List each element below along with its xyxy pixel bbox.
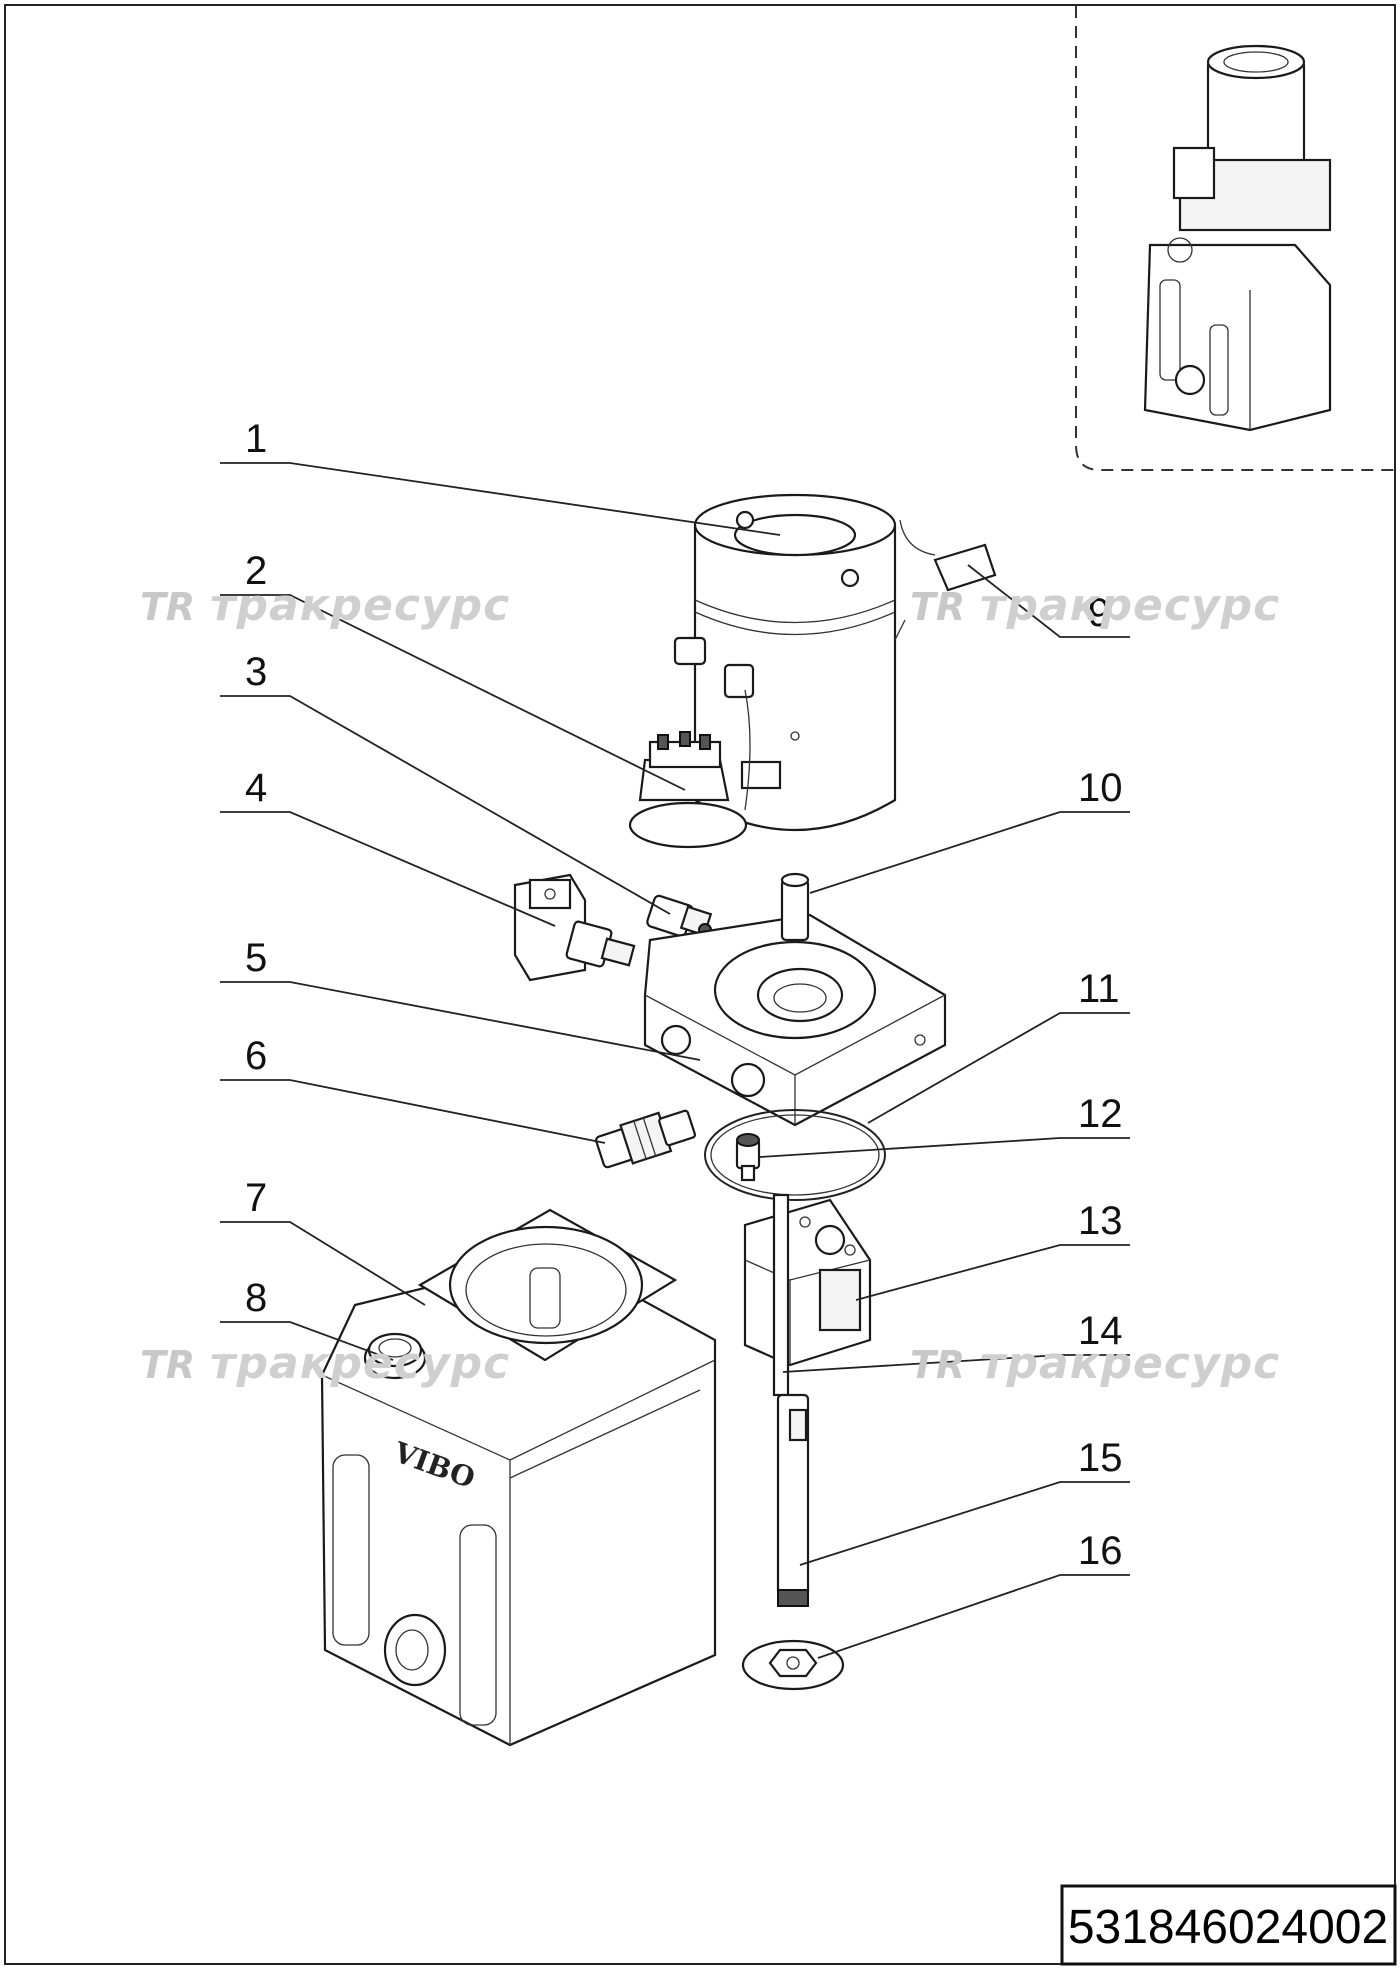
callout-4: 4 [245, 766, 267, 810]
part-7-oil-tank: VIBO [320, 1208, 717, 1747]
callout-7: 7 [245, 1176, 267, 1220]
callout-15: 15 [1078, 1436, 1123, 1480]
leader-lines [220, 462, 1130, 1659]
callout-13: 13 [1078, 1199, 1123, 1243]
watermark-text: тракресурс [210, 580, 510, 631]
watermark-text: тракресурс [980, 1338, 1280, 1389]
drawing-frame [4, 4, 1396, 1965]
callout-numbers: 1 2 3 4 5 6 7 8 9 10 11 12 13 14 15 16 [245, 417, 1123, 1573]
part-2-starter-solenoid [628, 689, 751, 849]
watermarks: TR тракресурс TR тракресурс TR тракресур… [140, 580, 1280, 1389]
callout-14: 14 [1078, 1309, 1123, 1353]
part-4-solenoid-valve [513, 873, 636, 982]
callout-12: 12 [1078, 1092, 1123, 1136]
callout-9: 9 [1088, 591, 1110, 635]
document-number-box: 531846024002 [1060, 1884, 1397, 1966]
part-6-relief-valve [595, 1109, 697, 1169]
watermark-logo: TR [910, 585, 965, 629]
watermark-logo: TR [910, 1343, 965, 1387]
watermark-logo: TR [140, 585, 195, 629]
part-16-filter-disc [741, 1639, 845, 1691]
part-11-o-ring [704, 1109, 886, 1201]
assembled-unit-inset [1075, 6, 1394, 471]
callout-16: 16 [1078, 1529, 1123, 1573]
callout-5: 5 [245, 936, 267, 980]
callout-8: 8 [245, 1276, 267, 1320]
part-14-15-suction-tube [772, 1193, 810, 1607]
part-13-gear-pump [743, 1198, 872, 1367]
callout-3: 3 [245, 650, 267, 694]
callout-1: 1 [245, 417, 267, 461]
watermark-logo: TR [140, 1343, 195, 1387]
callout-11: 11 [1078, 967, 1120, 1011]
callout-2: 2 [245, 549, 267, 593]
document-number: 531846024002 [1068, 1901, 1388, 1954]
watermark-text: тракресурс [980, 580, 1280, 631]
part-8-filler-cap [363, 1332, 427, 1380]
callout-6: 6 [245, 1034, 267, 1078]
part-5-valve-block [643, 872, 947, 1127]
part-12-fitting [735, 1133, 761, 1182]
callout-10: 10 [1078, 766, 1123, 810]
watermark-text: тракресурс [210, 1338, 510, 1389]
part-1-electric-motor [673, 493, 997, 831]
